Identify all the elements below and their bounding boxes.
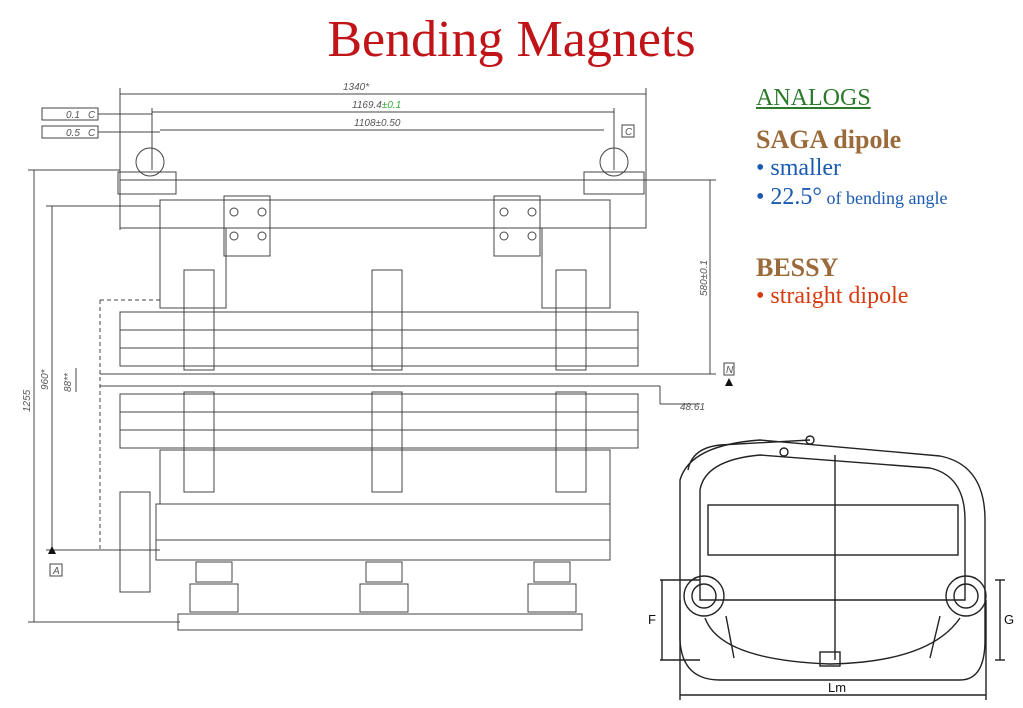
dim-580: 580±0.1 xyxy=(699,260,710,296)
ref-n: N xyxy=(726,365,734,376)
ref-c: C xyxy=(625,127,633,138)
dim-1108: 1108±0.50 xyxy=(354,118,401,129)
svg-text:C: C xyxy=(88,110,96,121)
bessy-item-straight: • straight dipole xyxy=(756,283,909,309)
bessy-heading: BESSY xyxy=(756,253,839,282)
saga-item-angle: • 22.5° of bending angle xyxy=(756,184,948,210)
saga-item-smaller: • smaller xyxy=(756,155,842,181)
dim-48: 48.61 xyxy=(680,402,705,413)
analogs-panel: ANALOGS SAGA dipole • smaller • 22.5° of… xyxy=(756,84,1021,311)
analogs-heading: ANALOGS xyxy=(756,85,871,111)
dim-88: 88** xyxy=(63,372,74,392)
ref-a: A xyxy=(52,566,60,577)
dim-1340: 1340* xyxy=(343,82,370,93)
dim-960: 960* xyxy=(40,368,51,390)
label-lm: Lm xyxy=(828,680,846,695)
dim-1169: 1169.4±0.1 xyxy=(352,100,401,111)
label-g: G xyxy=(1004,612,1014,627)
saga-heading: SAGA dipole xyxy=(756,125,902,154)
svg-text:C: C xyxy=(88,128,96,139)
page-title: Bending Magnets xyxy=(327,11,696,68)
dim-1255: 1255 xyxy=(22,389,33,412)
tolerance-flatness: 0.1 xyxy=(66,110,80,121)
label-f: F xyxy=(648,612,656,627)
tolerance-parallel: 0.5 xyxy=(66,128,80,139)
